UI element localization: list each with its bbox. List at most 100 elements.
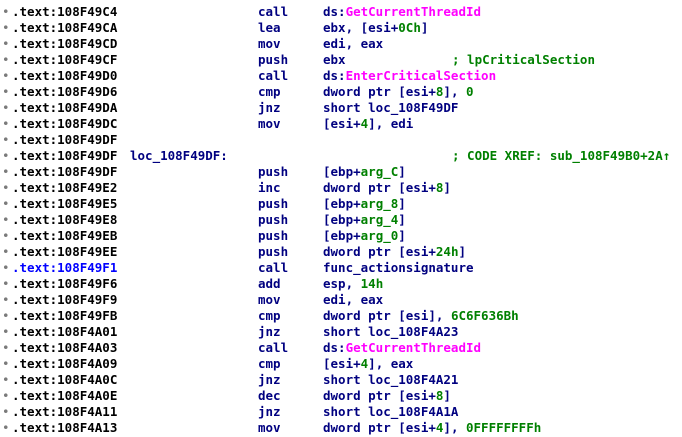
instruction-operands[interactable]: esp, 14h xyxy=(323,276,383,292)
instruction-operands[interactable]: ebx, [esi+0Ch] xyxy=(323,20,428,36)
numeric-operand[interactable]: 4 xyxy=(360,356,369,371)
line-address[interactable]: .text:108F49CF xyxy=(12,52,118,67)
line-address[interactable]: .text:108F49F1 xyxy=(12,260,118,275)
numeric-operand[interactable]: 0 xyxy=(466,84,474,99)
instruction-operands[interactable]: edi, eax xyxy=(323,36,383,52)
instruction-operands[interactable]: [esi+4], edi xyxy=(323,116,413,132)
line-address[interactable]: .text:108F49E5 xyxy=(12,196,118,211)
line-address[interactable]: .text:108F49DF xyxy=(12,164,118,179)
stack-variable[interactable]: arg_C xyxy=(360,164,399,179)
line-address[interactable]: .text:108F49F6 xyxy=(12,276,118,291)
instruction-mnemonic[interactable]: push xyxy=(258,244,289,259)
line-address[interactable]: .text:108F49EB xyxy=(12,228,118,243)
external-symbol[interactable]: GetCurrentThreadId xyxy=(345,340,482,355)
instruction-operands[interactable]: ds:GetCurrentThreadId xyxy=(323,4,481,20)
line-address[interactable]: .text:108F4A09 xyxy=(12,356,118,371)
line-address[interactable]: .text:108F4A01 xyxy=(12,324,118,339)
line-address[interactable]: .text:108F49DF xyxy=(12,132,118,147)
line-address[interactable]: .text:108F49D6 xyxy=(12,84,118,99)
numeric-operand[interactable]: 0FFFFFFFFh xyxy=(466,420,542,435)
numeric-operand[interactable]: 24h xyxy=(435,244,459,259)
instruction-operands[interactable]: short loc_108F4A1A xyxy=(323,404,458,420)
line-address[interactable]: .text:108F49E8 xyxy=(12,212,118,227)
numeric-operand[interactable]: 14h xyxy=(360,276,384,291)
instruction-mnemonic[interactable]: add xyxy=(258,276,281,291)
listing-line[interactable]: •.text:108F49DF xyxy=(0,132,682,148)
instruction-operands[interactable]: dword ptr [esi], 6C6F636Bh xyxy=(323,308,519,324)
numeric-operand[interactable]: 8 xyxy=(435,84,444,99)
instruction-operands[interactable]: short loc_108F4A23 xyxy=(323,324,458,340)
stack-variable[interactable]: arg_8 xyxy=(360,196,399,211)
instruction-operands[interactable]: ds:EnterCriticalSection xyxy=(323,68,496,84)
instruction-operands[interactable]: ebx xyxy=(323,52,346,68)
instruction-mnemonic[interactable]: push xyxy=(258,212,289,227)
numeric-operand[interactable]: 6C6F636Bh xyxy=(450,308,519,323)
line-address[interactable]: .text:108F49DA xyxy=(12,100,118,115)
numeric-operand[interactable]: 4 xyxy=(360,116,369,131)
instruction-mnemonic[interactable]: jnz xyxy=(258,324,281,339)
line-address[interactable]: .text:108F4A0C xyxy=(12,372,118,387)
instruction-operands[interactable]: [ebp+arg_8] xyxy=(323,196,406,212)
external-symbol[interactable]: GetCurrentThreadId xyxy=(345,4,482,19)
instruction-mnemonic[interactable]: mov xyxy=(258,420,281,435)
line-address[interactable]: .text:108F49F9 xyxy=(12,292,118,307)
instruction-mnemonic[interactable]: mov xyxy=(258,116,281,131)
line-address[interactable]: .text:108F49C4 xyxy=(12,4,118,19)
instruction-mnemonic[interactable]: push xyxy=(258,196,289,211)
numeric-operand[interactable]: 8 xyxy=(435,180,444,195)
xref-up-arrow-icon[interactable]: ↑ xyxy=(662,148,671,163)
line-address[interactable]: .text:108F49DC xyxy=(12,116,118,131)
instruction-operands[interactable]: dword ptr [esi+24h] xyxy=(323,244,466,260)
instruction-operands[interactable]: [esi+4], eax xyxy=(323,356,413,372)
instruction-operands[interactable]: dword ptr [esi+8] xyxy=(323,388,451,404)
instruction-mnemonic[interactable]: call xyxy=(258,340,289,355)
line-address[interactable]: .text:108F4A13 xyxy=(12,420,118,435)
instruction-mnemonic[interactable]: cmp xyxy=(258,356,281,371)
instruction-mnemonic[interactable]: push xyxy=(258,164,289,179)
instruction-operands[interactable]: func_actionsignature xyxy=(323,260,474,276)
instruction-operands[interactable]: [ebp+arg_0] xyxy=(323,228,406,244)
line-address[interactable]: .text:108F4A11 xyxy=(12,404,118,419)
instruction-mnemonic[interactable]: call xyxy=(258,4,289,19)
instruction-mnemonic[interactable]: jnz xyxy=(258,100,281,115)
instruction-operands[interactable]: edi, eax xyxy=(323,292,383,308)
instruction-mnemonic[interactable]: push xyxy=(258,52,289,67)
line-address[interactable]: .text:108F49FB xyxy=(12,308,118,323)
external-symbol[interactable]: EnterCriticalSection xyxy=(345,68,497,83)
line-address[interactable]: .text:108F49DF xyxy=(12,148,118,163)
instruction-mnemonic[interactable]: dec xyxy=(258,388,281,403)
line-address[interactable]: .text:108F49EE xyxy=(12,244,118,259)
instruction-operands[interactable]: dword ptr [esi+8], 0 xyxy=(323,84,474,100)
line-address[interactable]: .text:108F49E2 xyxy=(12,180,118,195)
instruction-operands[interactable]: [ebp+arg_C] xyxy=(323,164,406,180)
instruction-operands[interactable]: short loc_108F49DF xyxy=(323,100,458,116)
instruction-mnemonic[interactable]: call xyxy=(258,260,289,275)
instruction-operands[interactable]: [ebp+arg_4] xyxy=(323,212,406,228)
instruction-mnemonic[interactable]: mov xyxy=(258,36,281,51)
numeric-operand[interactable]: 4 xyxy=(435,420,444,435)
